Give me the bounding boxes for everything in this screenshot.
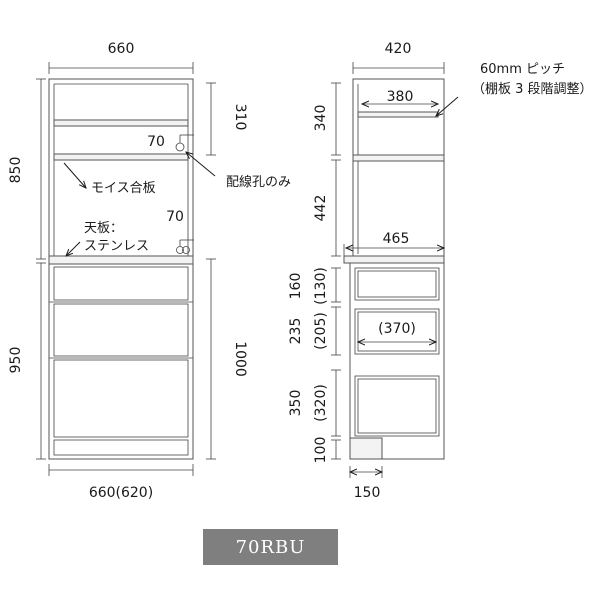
side-adjustable-shelf bbox=[357, 111, 439, 118]
side-height-label-160: 160 bbox=[288, 273, 304, 300]
front-right-height-dimensions: 310 1000 bbox=[206, 82, 248, 460]
side-drawer-2[interactable] bbox=[354, 308, 440, 355]
wiring-hole-note: 配線孔のみ bbox=[226, 174, 291, 190]
model-label-badge: 70RBU bbox=[203, 529, 338, 565]
pitch-note-line1: 60mm ピッチ bbox=[480, 62, 565, 77]
front-width-bottom-dimension: 660(620) bbox=[48, 464, 194, 501]
side-drawer-inner-label: (370) bbox=[378, 321, 416, 337]
drawer-top[interactable] bbox=[53, 266, 189, 301]
upper-fixed-shelf bbox=[53, 119, 189, 127]
stainless-top-board bbox=[48, 255, 194, 265]
side-upper-cabinet bbox=[352, 78, 445, 261]
moise-board-leader bbox=[63, 162, 86, 188]
side-counter-top bbox=[343, 255, 445, 264]
side-drawer-1[interactable] bbox=[354, 267, 440, 301]
side-counter-depth-label: 465 bbox=[383, 231, 410, 247]
side-height-inner-label-205: (205) bbox=[313, 312, 329, 350]
side-height-label-442: 442 bbox=[313, 195, 329, 222]
front-cabinet-outline bbox=[48, 78, 194, 460]
side-width-top-label: 420 bbox=[385, 41, 412, 57]
side-lower-cabinet bbox=[349, 262, 445, 460]
hole-lower-label: 70 bbox=[166, 209, 184, 225]
front-width-bottom-label: 660(620) bbox=[89, 485, 153, 501]
hole-upper-label: 70 bbox=[147, 134, 165, 150]
side-drawer-3[interactable] bbox=[354, 375, 440, 437]
side-height-label-235: 235 bbox=[288, 318, 304, 345]
side-base-toe bbox=[349, 437, 383, 460]
front-upper-shelf-height-label: 310 bbox=[232, 104, 248, 131]
model-label-text: 70RBU bbox=[235, 536, 306, 558]
pitch-note-line2: （棚板 3 段階調整） bbox=[472, 82, 593, 97]
side-fixed-shelf bbox=[352, 154, 445, 162]
side-height-inner-label-130: (130) bbox=[313, 267, 329, 305]
drawer-middle[interactable] bbox=[53, 303, 189, 357]
top-board-leader bbox=[66, 241, 81, 256]
front-left-height-dimensions: 850 950 bbox=[8, 78, 46, 460]
top-board-note-line1: 天板： bbox=[84, 221, 123, 236]
side-height-label-350: 350 bbox=[288, 390, 304, 417]
wiring-leader bbox=[186, 152, 216, 177]
front-height-upper-label: 850 bbox=[8, 157, 24, 184]
wiring-hole-lower-2 bbox=[182, 246, 190, 254]
pitch-leader bbox=[436, 96, 459, 116]
front-height-lower-label: 950 bbox=[8, 347, 24, 374]
front-width-top-dimension: 660 bbox=[48, 41, 194, 74]
side-height-label-100: 100 bbox=[313, 437, 329, 464]
drawer-bottom[interactable] bbox=[53, 359, 189, 438]
top-board-note-line2: ステンレス bbox=[84, 239, 149, 254]
side-base-depth-label: 150 bbox=[354, 485, 381, 501]
side-view: 420 380 60mm ピッチ （棚板 3 段階調整） 465 (370) bbox=[288, 41, 593, 501]
front-width-top-label: 660 bbox=[108, 41, 135, 57]
side-height-label-340: 340 bbox=[313, 105, 329, 132]
plinth bbox=[53, 439, 189, 456]
side-shelf-depth-label: 380 bbox=[387, 89, 414, 105]
moise-board-shelf bbox=[53, 153, 189, 161]
side-height-dimension-lines bbox=[331, 82, 341, 460]
side-height-inner-label-320: (320) bbox=[313, 384, 329, 422]
moise-board-note: モイス合板 bbox=[91, 181, 156, 196]
front-counter-height-label: 1000 bbox=[232, 341, 248, 377]
side-width-top-dimension: 420 bbox=[352, 41, 445, 74]
wiring-hole-lower-1 bbox=[176, 246, 184, 254]
front-view: 660 bbox=[8, 41, 291, 501]
